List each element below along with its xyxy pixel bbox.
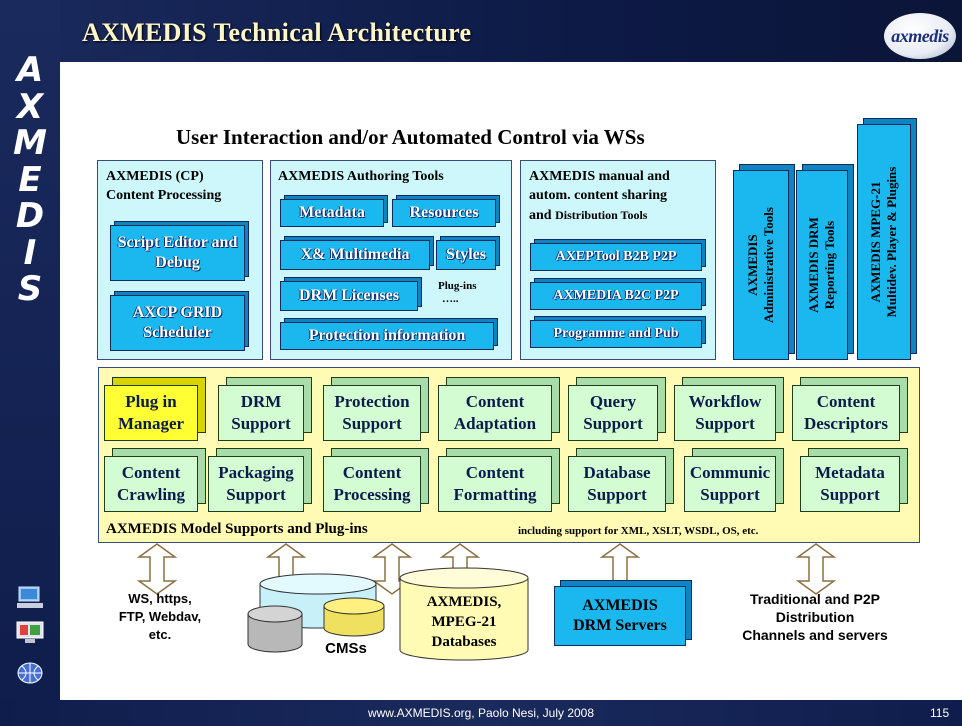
protection-support-box: Protection Support	[323, 385, 421, 441]
content-processing-box: Content Processing	[323, 456, 421, 512]
admin-line1: AXMEDIS	[745, 234, 760, 296]
sharing-title-and: and	[529, 208, 556, 223]
drm-rep-line1: AXMEDIS DRM	[806, 217, 821, 313]
mpeg-line1: AXMEDIS MPEG-21	[868, 181, 883, 303]
axmedia-box: AXMEDIA B2C P2P	[530, 282, 702, 310]
distribution-channels-label: Traditional and P2P Distribution Channel…	[712, 590, 918, 644]
side-letter: S	[17, 269, 43, 309]
programme-pub-box: Programme and Pub	[530, 320, 702, 348]
side-letter: E	[18, 159, 42, 200]
sharing-title-distribution: Distribution Tools	[555, 208, 648, 222]
metadata-support-box: Metadata Support	[800, 456, 900, 512]
side-letter: I	[23, 232, 37, 273]
workflow-support-box: Workflow Support	[674, 385, 776, 441]
monitor-icon	[16, 621, 44, 643]
cp-title-line2: Content Processing	[106, 188, 222, 203]
drm-support-box: DRM Support	[218, 385, 304, 441]
axmedis-logo: axmedis	[884, 13, 956, 59]
mpeg-line2: Multidev. Player & Plugins	[884, 166, 899, 318]
content-formatting-box: Content Formatting	[438, 456, 552, 512]
packaging-support-box: Packaging Support	[208, 456, 304, 512]
side-letter: M	[13, 123, 47, 163]
authoring-title: AXMEDIS Authoring Tools	[278, 169, 444, 184]
double-arrow-icon	[137, 543, 177, 595]
computer-icon	[17, 586, 43, 608]
admin-line2: Administrative Tools	[761, 207, 776, 323]
ws-line2: FTP, Webdav,	[118, 609, 202, 624]
content-crawling-box: Content Crawling	[104, 456, 198, 512]
side-letter: X	[16, 86, 44, 127]
page-number: 115	[930, 706, 950, 720]
axcp-grid-scheduler-box: AXCP GRID Scheduler	[110, 295, 245, 351]
sharing-title-line2: autom. content sharing	[529, 188, 668, 203]
protection-information-box: Protection information	[280, 322, 494, 350]
logo-text: axmedis	[891, 25, 949, 46]
diagram-heading: User Interaction and/or Automated Contro…	[176, 125, 645, 149]
communic-support-box: Communic Support	[684, 456, 776, 512]
x-multimedia-box: X& Multimedia	[280, 240, 430, 270]
resources-box: Resources	[392, 199, 496, 227]
side-letter: A	[16, 50, 44, 90]
drm-srv-line1: AXMEDIS	[582, 597, 658, 614]
content-adaptation-box: Content Adaptation	[438, 385, 552, 441]
ws-line3: etc.	[148, 627, 172, 642]
side-letter: D	[15, 196, 45, 236]
ch-line2: Distribution	[775, 609, 855, 625]
footer-text: www.AXMEDIS.org, Paolo Nesi, July 2008	[367, 706, 595, 720]
cp-title-line1: AXMEDIS (CP)	[106, 169, 204, 184]
slide-title: AXMEDIS Technical Architecture	[82, 18, 472, 47]
axeptool-box: AXEPTool B2B P2P	[530, 243, 702, 271]
double-arrow-icon	[796, 543, 836, 595]
styles-box: Styles	[436, 240, 496, 270]
mpeg21-databases-label: AXMEDIS, MPEG-21 Databases	[408, 592, 520, 652]
side-letters: A X M E D I S	[2, 52, 58, 308]
script-editor-box: Script Editor and Debug	[110, 225, 245, 281]
query-support-box: Query Support	[568, 385, 658, 441]
ws-line1: WS, https,	[128, 591, 192, 606]
ch-line3: Channels and servers	[742, 627, 888, 643]
drm-servers-box: AXMEDIS DRM Servers	[554, 586, 686, 646]
drm-rep-line2: Reporting Tools	[822, 220, 837, 310]
drm-servers-label: AXMEDIS DRM Servers	[573, 596, 667, 636]
db-line2: MPEG-21	[431, 614, 497, 630]
title-bar	[0, 0, 962, 62]
drm-srv-line2: DRM Servers	[573, 617, 667, 634]
plug-in-manager-box: Plug in Manager	[104, 385, 198, 441]
ch-line1: Traditional and P2P	[750, 591, 880, 607]
mpeg21-database-icon	[399, 567, 529, 661]
cms-databases-icon	[247, 573, 385, 653]
content-descriptors-box: Content Descriptors	[792, 385, 900, 441]
globe-icon	[17, 662, 43, 684]
sharing-title-line1: AXMEDIS manual and	[529, 169, 670, 184]
database-support-box: Database Support	[568, 456, 666, 512]
model-supports-label: AXMEDIS Model Supports and Plug-ins	[106, 521, 368, 537]
footer-bar	[0, 700, 962, 726]
cms-label: CMSs	[325, 640, 367, 657]
metadata-box: Metadata	[280, 199, 384, 227]
ws-protocols-label: WS, https, FTP, Webdav, etc.	[104, 590, 216, 644]
plugins-ellipsis: …..	[442, 293, 459, 305]
db-line1: AXMEDIS,	[426, 594, 502, 610]
plugins-label: Plug-ins	[438, 280, 477, 292]
drm-licenses-box: DRM Licenses	[280, 281, 418, 311]
model-supports-note: including support for XML, XSLT, WSDL, O…	[518, 525, 759, 537]
sharing-title-line3: and Distribution Tools	[529, 206, 647, 225]
db-line3: Databases	[431, 634, 497, 650]
